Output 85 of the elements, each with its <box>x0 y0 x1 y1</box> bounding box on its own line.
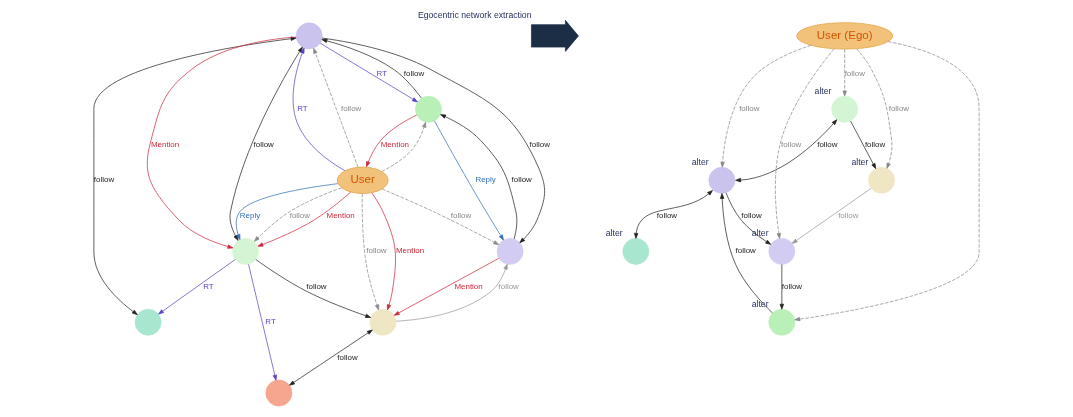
arrow <box>381 121 427 172</box>
edge-label: RT <box>297 104 308 114</box>
node-circle <box>831 95 859 123</box>
edge-label: follow <box>741 211 762 221</box>
arrow <box>440 114 518 240</box>
arrow <box>791 188 872 244</box>
arrow <box>235 183 339 240</box>
arrow <box>292 47 346 172</box>
edge-label: follow <box>844 68 865 78</box>
arrow <box>289 329 373 386</box>
node-circle <box>622 238 650 265</box>
arrow <box>321 37 545 244</box>
edge-label: follow <box>498 281 519 291</box>
edge-label: follow <box>93 175 115 185</box>
arrow <box>720 193 773 314</box>
node-circle <box>768 308 796 336</box>
node-ellipse: User <box>336 166 389 194</box>
edge-label: follow <box>838 211 859 221</box>
edge-label: follow <box>289 211 310 221</box>
edge-label: RT <box>203 281 214 291</box>
arrow <box>735 119 838 183</box>
arrow <box>779 264 784 310</box>
arrow <box>381 188 500 245</box>
edge-label: Mention <box>150 139 180 149</box>
arrow <box>158 259 236 315</box>
edge-label: Mention <box>395 246 425 256</box>
arrow <box>257 191 351 247</box>
edge-label: follow <box>888 104 910 114</box>
node-label: alter <box>851 156 869 167</box>
arrow <box>361 193 380 311</box>
edge-label: follow <box>341 104 362 114</box>
arrow <box>856 48 893 169</box>
node-circle <box>295 22 323 50</box>
edge-label: follow <box>529 139 550 149</box>
edge-label: follow <box>511 175 532 185</box>
edge-label: follow <box>403 68 425 78</box>
arrow <box>248 263 277 381</box>
edge-label: follow <box>735 246 756 256</box>
node-label: alter <box>814 85 832 96</box>
arrow <box>725 192 772 245</box>
arrow <box>434 120 504 241</box>
node-arrow <box>531 20 579 52</box>
arrow <box>720 45 812 168</box>
arrow <box>775 48 835 239</box>
node-ellipse: User (Ego) <box>796 22 894 50</box>
edge-label: RT <box>265 317 276 327</box>
edge-label: follow <box>450 211 472 221</box>
node-label: alter <box>691 156 709 167</box>
arrow <box>255 259 372 318</box>
edge-label: Mention <box>380 139 409 149</box>
arrow <box>254 187 342 242</box>
arrow <box>393 257 500 316</box>
node-circle <box>415 95 442 123</box>
arrow <box>313 47 359 168</box>
node-label: Egocentric network extraction <box>417 9 532 20</box>
arrow <box>794 41 980 322</box>
edge-label: Reply <box>239 211 261 221</box>
node-circle <box>868 166 895 194</box>
edge-label: follow <box>739 104 760 114</box>
arrow <box>842 49 847 97</box>
node-circle <box>369 308 397 336</box>
edge-label: Mention <box>326 211 355 221</box>
edge-label: follow <box>817 139 838 149</box>
edge-label: follow <box>253 139 274 149</box>
edge-label: follow <box>366 246 387 256</box>
edge-label: follow <box>306 281 327 291</box>
node-label: alter <box>751 227 769 238</box>
arrow <box>146 36 297 249</box>
arrow <box>371 192 396 311</box>
arrow <box>229 46 303 241</box>
edge-label: follow <box>864 139 886 149</box>
edge-label: follow <box>656 211 678 221</box>
arrow <box>366 114 418 168</box>
edge-label: Mention <box>454 281 483 291</box>
arrow <box>395 263 508 322</box>
node-label: alter <box>605 227 623 238</box>
node-label: alter <box>751 298 769 309</box>
arrow <box>93 36 297 315</box>
edge-label: RT <box>376 68 388 78</box>
arrow <box>850 120 877 170</box>
edge-label: Reply <box>475 175 496 185</box>
edge-label: follow <box>781 281 803 291</box>
edge-label: follow <box>337 352 358 362</box>
edge-label: follow <box>781 139 802 149</box>
arrow <box>634 190 713 239</box>
